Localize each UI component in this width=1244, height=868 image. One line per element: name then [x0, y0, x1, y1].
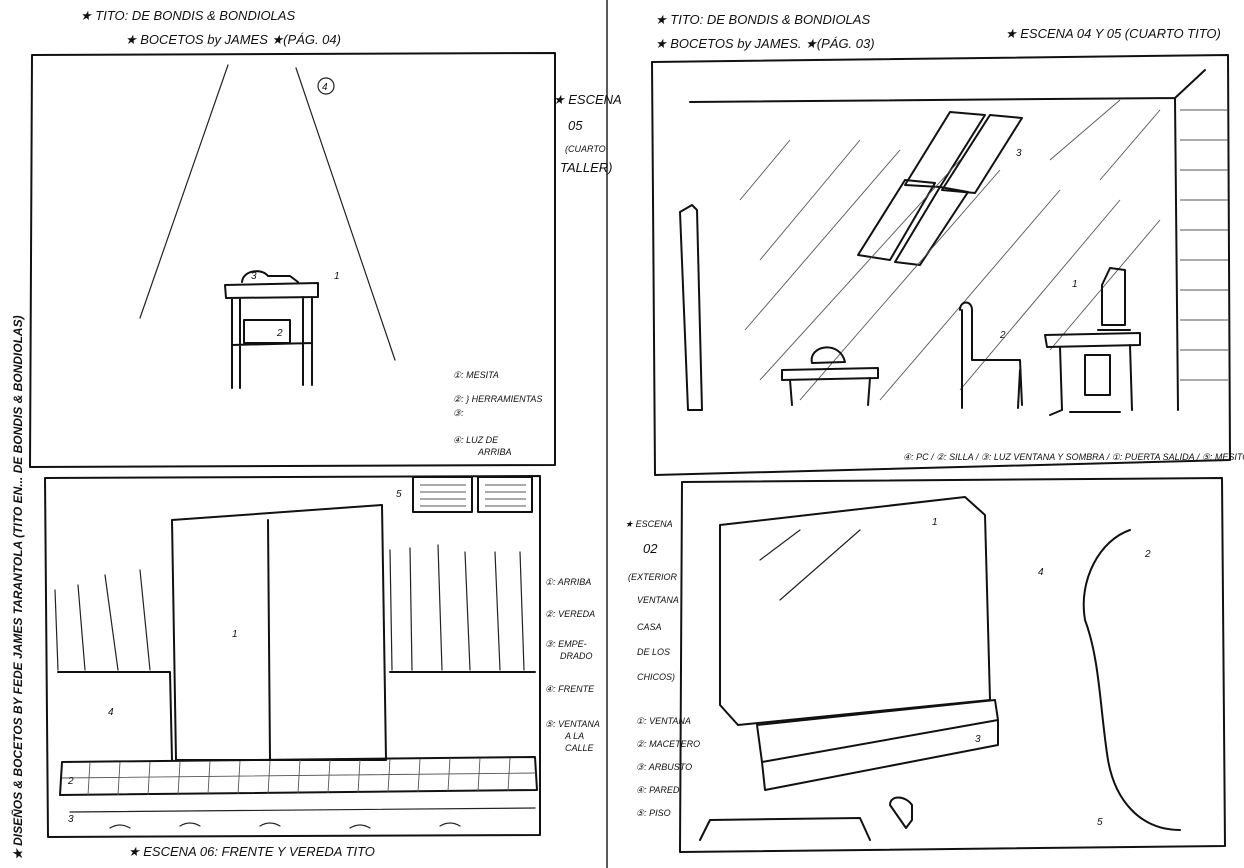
svg-text:★ ESCENA: ★ ESCENA: [625, 519, 673, 529]
svg-text:①: MESITA: ①: MESITA: [453, 370, 499, 380]
marker-2: 2: [276, 328, 283, 339]
svg-text:DRADO: DRADO: [560, 651, 593, 661]
marker-3: 3: [1016, 148, 1022, 159]
small-table-sketch: [224, 270, 319, 389]
marker-2: 2: [67, 776, 74, 787]
legend: ④: PC / ②: SILLA / ③: LUZ VENTANA Y SOMB…: [903, 452, 1244, 462]
legend: ①: MESITA ②: } HERRAMIENTAS ③: ④: LUZ DE…: [453, 370, 542, 457]
svg-text:④: PARED: ④: PARED: [636, 785, 680, 795]
panel-frame: [29, 52, 556, 468]
svg-text:CASA: CASA: [637, 622, 662, 632]
window: [719, 496, 991, 726]
svg-text:TALLER): TALLER): [560, 160, 613, 175]
planter: [756, 699, 999, 791]
svg-text:②: VEREDA: ②: VEREDA: [545, 609, 595, 619]
light-beam-left: [139, 64, 229, 319]
chair: [959, 301, 1023, 409]
panel-frame: [651, 54, 1231, 476]
svg-text:③: EMPE-: ③: EMPE-: [545, 639, 587, 649]
svg-text:A LA: A LA: [564, 731, 584, 741]
svg-text:③: ARBUSTO: ③: ARBUSTO: [636, 762, 692, 772]
curtains: [54, 544, 525, 671]
svg-text:ARRIBA: ARRIBA: [477, 447, 512, 457]
marker-4: 4: [322, 82, 328, 93]
svg-text:05: 05: [568, 118, 583, 133]
marker-3: 3: [975, 734, 981, 745]
panel-escena-05: 4 3 1 2 ★ ESCENA 05 (CUARTO TALLER) ①: M…: [29, 52, 622, 468]
svg-text:(EXTERIOR: (EXTERIOR: [628, 572, 678, 582]
sidewalk: [59, 756, 538, 796]
marker-3: 3: [68, 814, 74, 825]
legend: ①: VENTANA ②: MACETERO ③: ARBUSTO ④: PAR…: [636, 716, 700, 818]
left-header-line2: ★ BOCETOS by JAMES ★(PÁG. 04): [125, 32, 341, 47]
left-header-line1: ★ TITO: DE BONDIS & BONDIOLAS: [80, 8, 295, 23]
panel-escena-06: 5 1 4 2 3 ①: ARRIBA ②: VEREDA ③: EMPE- D…: [44, 475, 600, 859]
scene-caption: ★ ESCENA 06: FRENTE Y VEREDA TITO: [128, 844, 375, 859]
left-side-label: ★ DISEÑOS & BOCETOS BY FEDE JAMES TARANT…: [10, 315, 25, 860]
panel-escena-02: 1 4 2 3 5 ★ ESCENA 02 (EXTERIOR VENTANA …: [625, 477, 1226, 853]
svg-text:④: LUZ DE: ④: LUZ DE: [453, 435, 499, 445]
exit-door: [679, 204, 703, 411]
marker-4: 4: [108, 707, 114, 718]
right-header-line1: ★ TITO: DE BONDIS & BONDIOLAS: [655, 12, 870, 27]
plant-sketch: [889, 796, 913, 829]
marker-1: 1: [932, 517, 938, 528]
svg-text:DE LOS: DE LOS: [637, 647, 670, 657]
coffee-table: [781, 346, 879, 406]
svg-text:③:: ③:: [453, 408, 464, 418]
light-beam-right: [295, 67, 396, 361]
panel-frame: [679, 477, 1226, 853]
panel-frame: [44, 475, 541, 838]
svg-text:★ ESCENA: ★ ESCENA: [553, 92, 622, 107]
svg-text:④: FRENTE: ④: FRENTE: [545, 684, 595, 694]
marker-4: 4: [1038, 567, 1044, 578]
door-sketch: [171, 504, 387, 761]
svg-text:①: VENTANA: ①: VENTANA: [636, 716, 691, 726]
marker-5: 5: [396, 489, 402, 500]
floor-tiles: [699, 817, 871, 841]
marker-2: 2: [999, 330, 1006, 341]
skylight-windows: [857, 111, 1023, 266]
marker-3: 3: [251, 271, 257, 282]
room-lines: [689, 69, 1206, 411]
bush: [1082, 529, 1181, 831]
wall-line: [57, 671, 536, 761]
svg-text:02: 02: [643, 541, 658, 556]
svg-text:VENTANA: VENTANA: [637, 595, 679, 605]
svg-text:(CUARTO: (CUARTO: [565, 144, 606, 154]
svg-text:⑤: PISO: ⑤: PISO: [636, 808, 671, 818]
marker-1: 1: [232, 629, 238, 640]
scene-label: ★ ESCENA 02 (EXTERIOR VENTANA CASA DE LO…: [625, 519, 679, 682]
marker-5: 5: [1097, 817, 1103, 828]
panel-escena-04-05: 3 1 2 ④: PC / ②: SILLA / ③: LUZ VENTANA …: [651, 54, 1244, 476]
svg-text:⑤: VENTANA: ⑤: VENTANA: [545, 719, 600, 729]
desk-pc: [1044, 267, 1141, 416]
svg-text:CHICOS): CHICOS): [637, 672, 675, 682]
svg-text:②: } HERRAMIENTAS: ②: } HERRAMIENTAS: [453, 394, 542, 404]
svg-text:①: ARRIBA: ①: ARRIBA: [545, 577, 591, 587]
svg-text:CALLE: CALLE: [565, 743, 595, 753]
marker-1: 1: [1072, 279, 1078, 290]
right-header-scene: ★ ESCENA 04 Y 05 (CUARTO TITO): [1005, 26, 1221, 41]
marker-1: 1: [334, 271, 340, 282]
window-shutters: [412, 476, 533, 513]
svg-text:②: MACETERO: ②: MACETERO: [636, 739, 700, 749]
legend: ①: ARRIBA ②: VEREDA ③: EMPE- DRADO ④: FR…: [545, 577, 600, 753]
marker-2: 2: [1144, 549, 1151, 560]
right-header-line2: ★ BOCETOS by JAMES. ★(PÁG. 03): [655, 36, 875, 51]
scene-label: ★ ESCENA 05 (CUARTO TALLER): [553, 92, 622, 175]
